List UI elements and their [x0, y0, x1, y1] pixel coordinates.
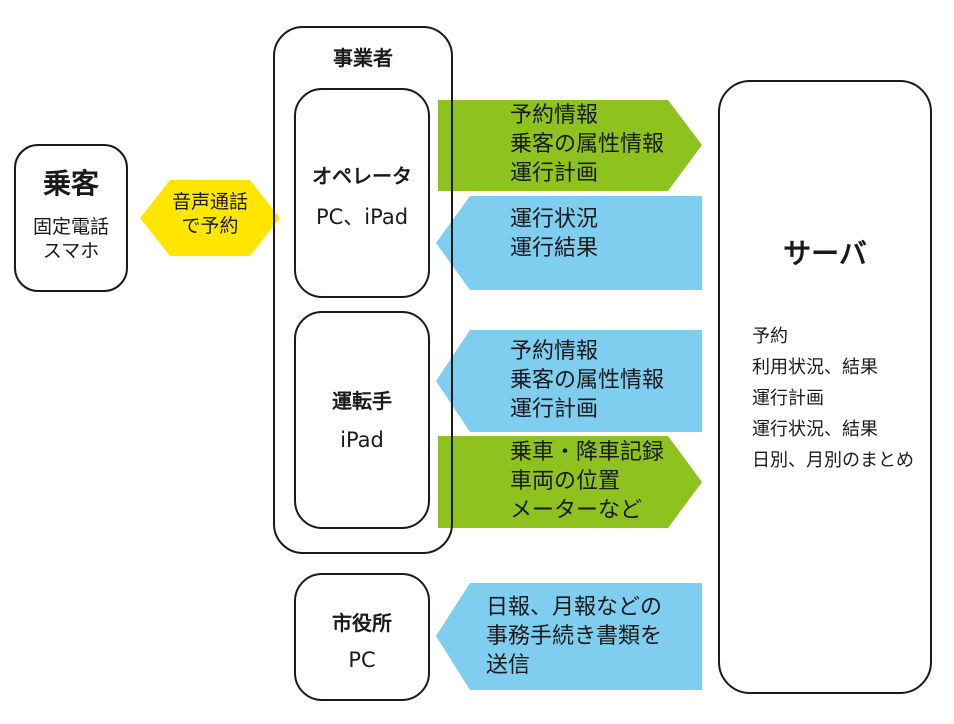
flow-arrow-reservation-to-driver — [436, 330, 702, 432]
flow-2-text: 運行状況 運行結果 — [510, 205, 598, 263]
voice-call-line-2: で予約 — [181, 214, 239, 237]
flow-1-line-1: 予約情報 — [510, 103, 599, 128]
server-item: 利用状況、結果 — [752, 357, 878, 378]
passenger-line-2: スマホ — [42, 239, 100, 262]
server-items: 予約 利用状況、結果 運行計画 運行状況、結果 日別、月別のまとめ — [752, 321, 914, 476]
flow-3-line-1: 予約情報 — [510, 339, 599, 364]
flow-2-line-2: 運行結果 — [510, 236, 599, 261]
voice-call-label: 音声通話 で予約 — [160, 191, 260, 239]
operator-title: オペレータ — [312, 164, 412, 188]
passenger-title: 乗客 — [42, 167, 99, 200]
flow-4-line-3: メーターなど — [510, 498, 643, 523]
server-title: サーバ — [783, 237, 867, 270]
flow-arrow-records-to-server — [438, 436, 702, 528]
flow-arrow-reservation-to-server — [438, 100, 702, 191]
flow-5-line-2: 事務手続き書類を — [486, 624, 663, 649]
server-item: 運行計画 — [752, 388, 824, 409]
driver-box: 運転手 iPad — [294, 311, 430, 529]
flow-2-line-1: 運行状況 — [510, 207, 599, 232]
operator-group-box — [273, 26, 453, 554]
passenger-box: 乗客 固定電話 スマホ — [14, 144, 128, 292]
server-item: 日別、月別のまとめ — [752, 450, 914, 471]
flow-1-text: 予約情報 乗客の属性情報 運行計画 — [510, 101, 664, 188]
flow-arrow-reports-to-city-office — [436, 583, 702, 690]
voice-call-line-1: 音声通話 — [171, 191, 248, 213]
flow-4-line-2: 車両の位置 — [510, 469, 621, 494]
flow-4-line-1: 乗車・降車記録 — [510, 440, 665, 465]
operator-group-title: 事業者 — [333, 46, 393, 70]
flow-arrow-status-to-operator — [436, 196, 702, 290]
operator-device: PC、iPad — [315, 205, 409, 229]
flow-1-line-2: 乗客の属性情報 — [510, 132, 665, 157]
flow-4-text: 乗車・降車記録 車両の位置 メーターなど — [510, 438, 664, 525]
driver-title: 運転手 — [332, 389, 392, 413]
flow-3-text: 予約情報 乗客の属性情報 運行計画 — [510, 337, 664, 424]
driver-device: iPad — [340, 428, 384, 452]
server-item: 運行状況、結果 — [752, 419, 878, 440]
flow-3-line-3: 運行計画 — [510, 397, 599, 422]
flow-1-line-3: 運行計画 — [510, 161, 599, 186]
flow-5-text: 日報、月報などの 事務手続き書類を 送信 — [486, 593, 662, 680]
flow-5-line-1: 日報、月報などの — [486, 595, 663, 620]
operator-box: オペレータ PC、iPad — [294, 88, 430, 298]
city-office-device: PC — [348, 648, 376, 672]
flow-3-line-2: 乗客の属性情報 — [510, 368, 665, 393]
city-office-title: 市役所 — [332, 611, 392, 635]
flow-5-line-3: 送信 — [486, 653, 531, 678]
city-office-box: 市役所 PC — [294, 573, 430, 701]
voice-call-arrow — [140, 180, 280, 256]
passenger-line-1: 固定電話 — [32, 216, 109, 238]
server-item: 予約 — [752, 326, 788, 347]
server-box — [718, 80, 932, 694]
